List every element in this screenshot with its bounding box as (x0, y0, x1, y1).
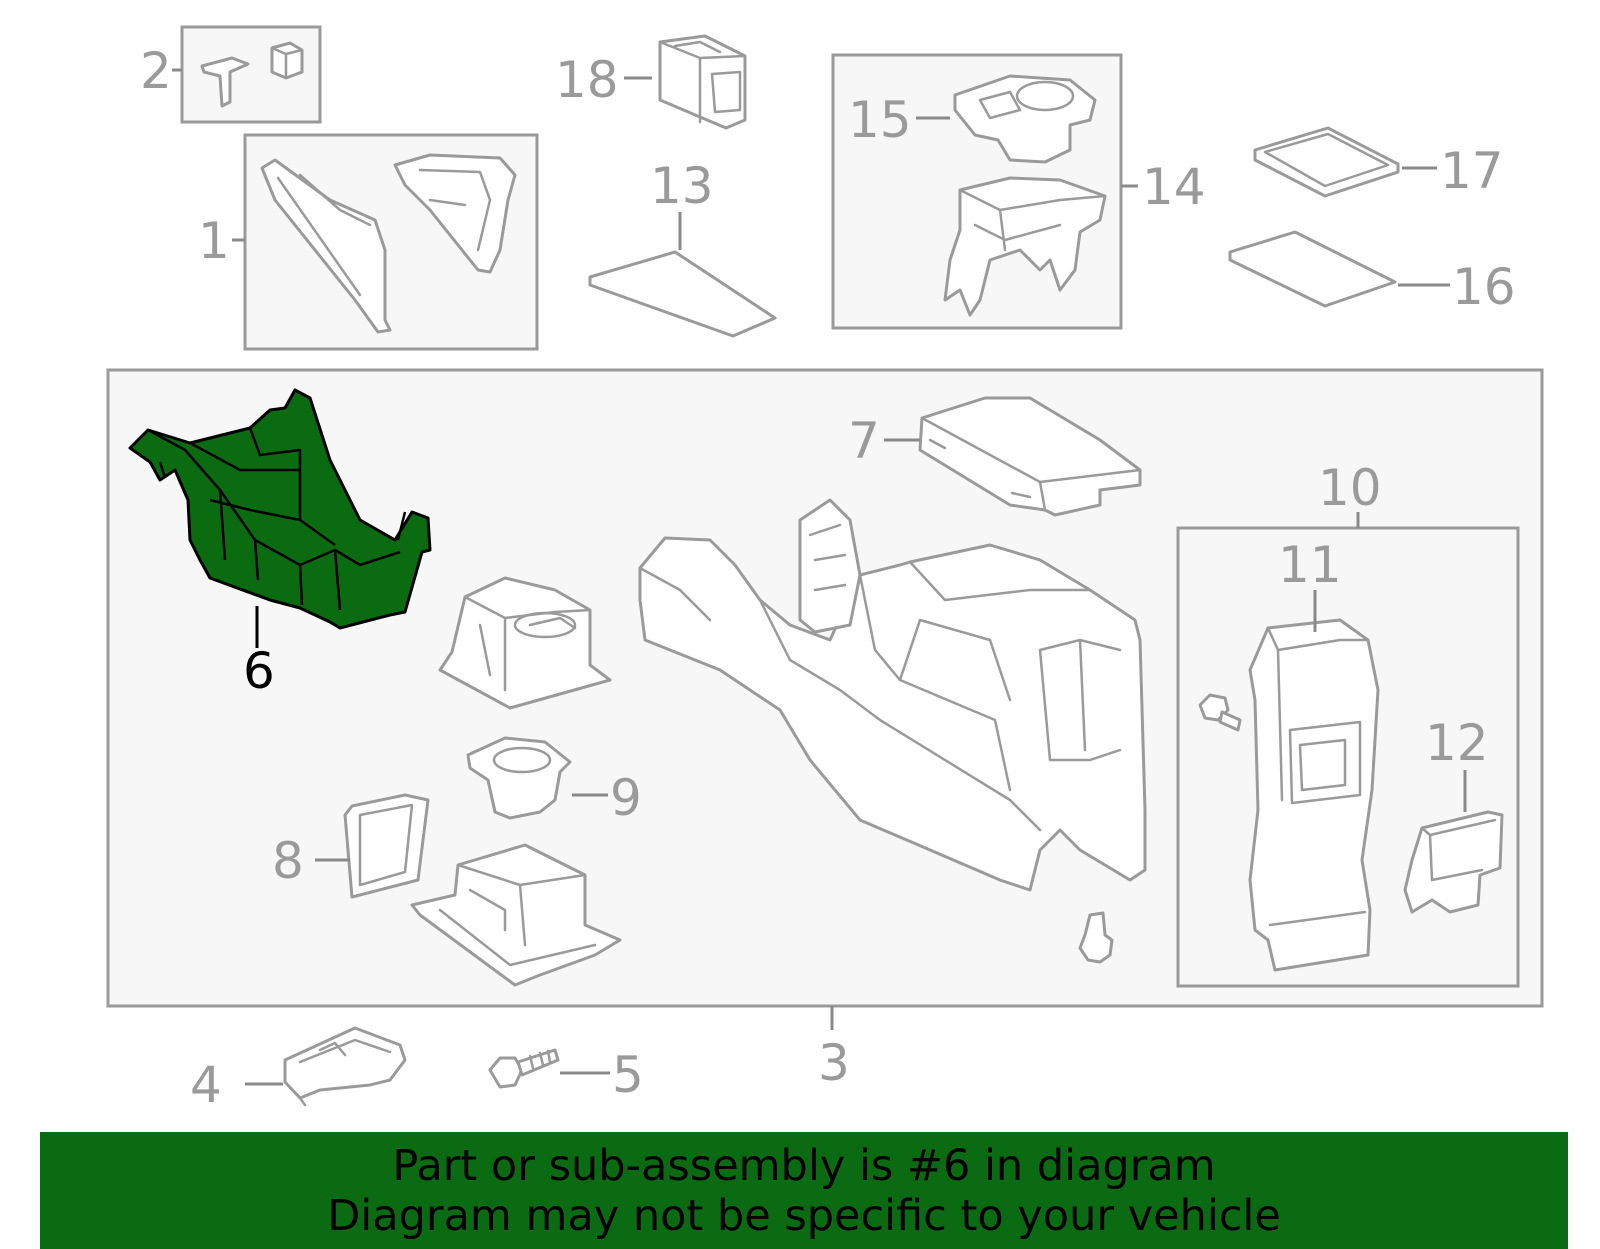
cup-holder-housing-upper (438, 576, 612, 710)
part-5-bolt (488, 1048, 560, 1089)
part-6-highlighted (128, 388, 432, 630)
callout-5: 5 (612, 1046, 644, 1104)
console-box-lower (410, 843, 622, 987)
callout-12: 12 (1425, 714, 1489, 772)
part-11-rear-panel (1248, 618, 1380, 972)
part-17-tray (1253, 126, 1400, 198)
callout-13: 13 (650, 157, 714, 215)
part-3-console (638, 498, 1147, 892)
callout-9: 9 (610, 769, 642, 827)
callout-10: 10 (1318, 459, 1382, 517)
callout-8: 8 (272, 832, 304, 890)
part-14-housing (943, 176, 1107, 317)
part-2-clip (200, 41, 304, 108)
callout-6-highlighted: 6 (243, 642, 275, 700)
callout-1: 1 (198, 212, 230, 270)
callout-7: 7 (848, 412, 880, 470)
callout-14: 14 (1142, 158, 1206, 216)
part-15-bezel (953, 74, 1097, 164)
info-banner: Part or sub-assembly is #6 in diagram Di… (40, 1132, 1568, 1249)
screw-part-10 (1198, 693, 1242, 732)
banner-line-2: Diagram may not be specific to your vehi… (327, 1190, 1281, 1241)
callout-15: 15 (848, 91, 912, 149)
callout-11: 11 (1278, 536, 1342, 594)
part-1-panels (260, 153, 517, 334)
bolt-console (1078, 911, 1114, 964)
callout-16: 16 (1452, 258, 1516, 316)
callout-17: 17 (1440, 142, 1504, 200)
part-8-panel (343, 793, 430, 899)
callout-4: 4 (190, 1056, 222, 1114)
banner-line-1: Part or sub-assembly is #6 in diagram (392, 1140, 1216, 1191)
part-12-switch (1403, 810, 1504, 914)
part-7-lid (918, 396, 1142, 517)
leader-lines (172, 68, 1467, 1086)
callout-3: 3 (818, 1034, 850, 1092)
part-16-mat (1228, 230, 1397, 308)
callout-18: 18 (555, 51, 619, 109)
callout-2: 2 (140, 42, 172, 100)
part-4-bracket (283, 1026, 407, 1107)
part-18-switch (658, 34, 747, 130)
part-13-mat (588, 250, 777, 338)
part-9-cup (466, 736, 572, 820)
